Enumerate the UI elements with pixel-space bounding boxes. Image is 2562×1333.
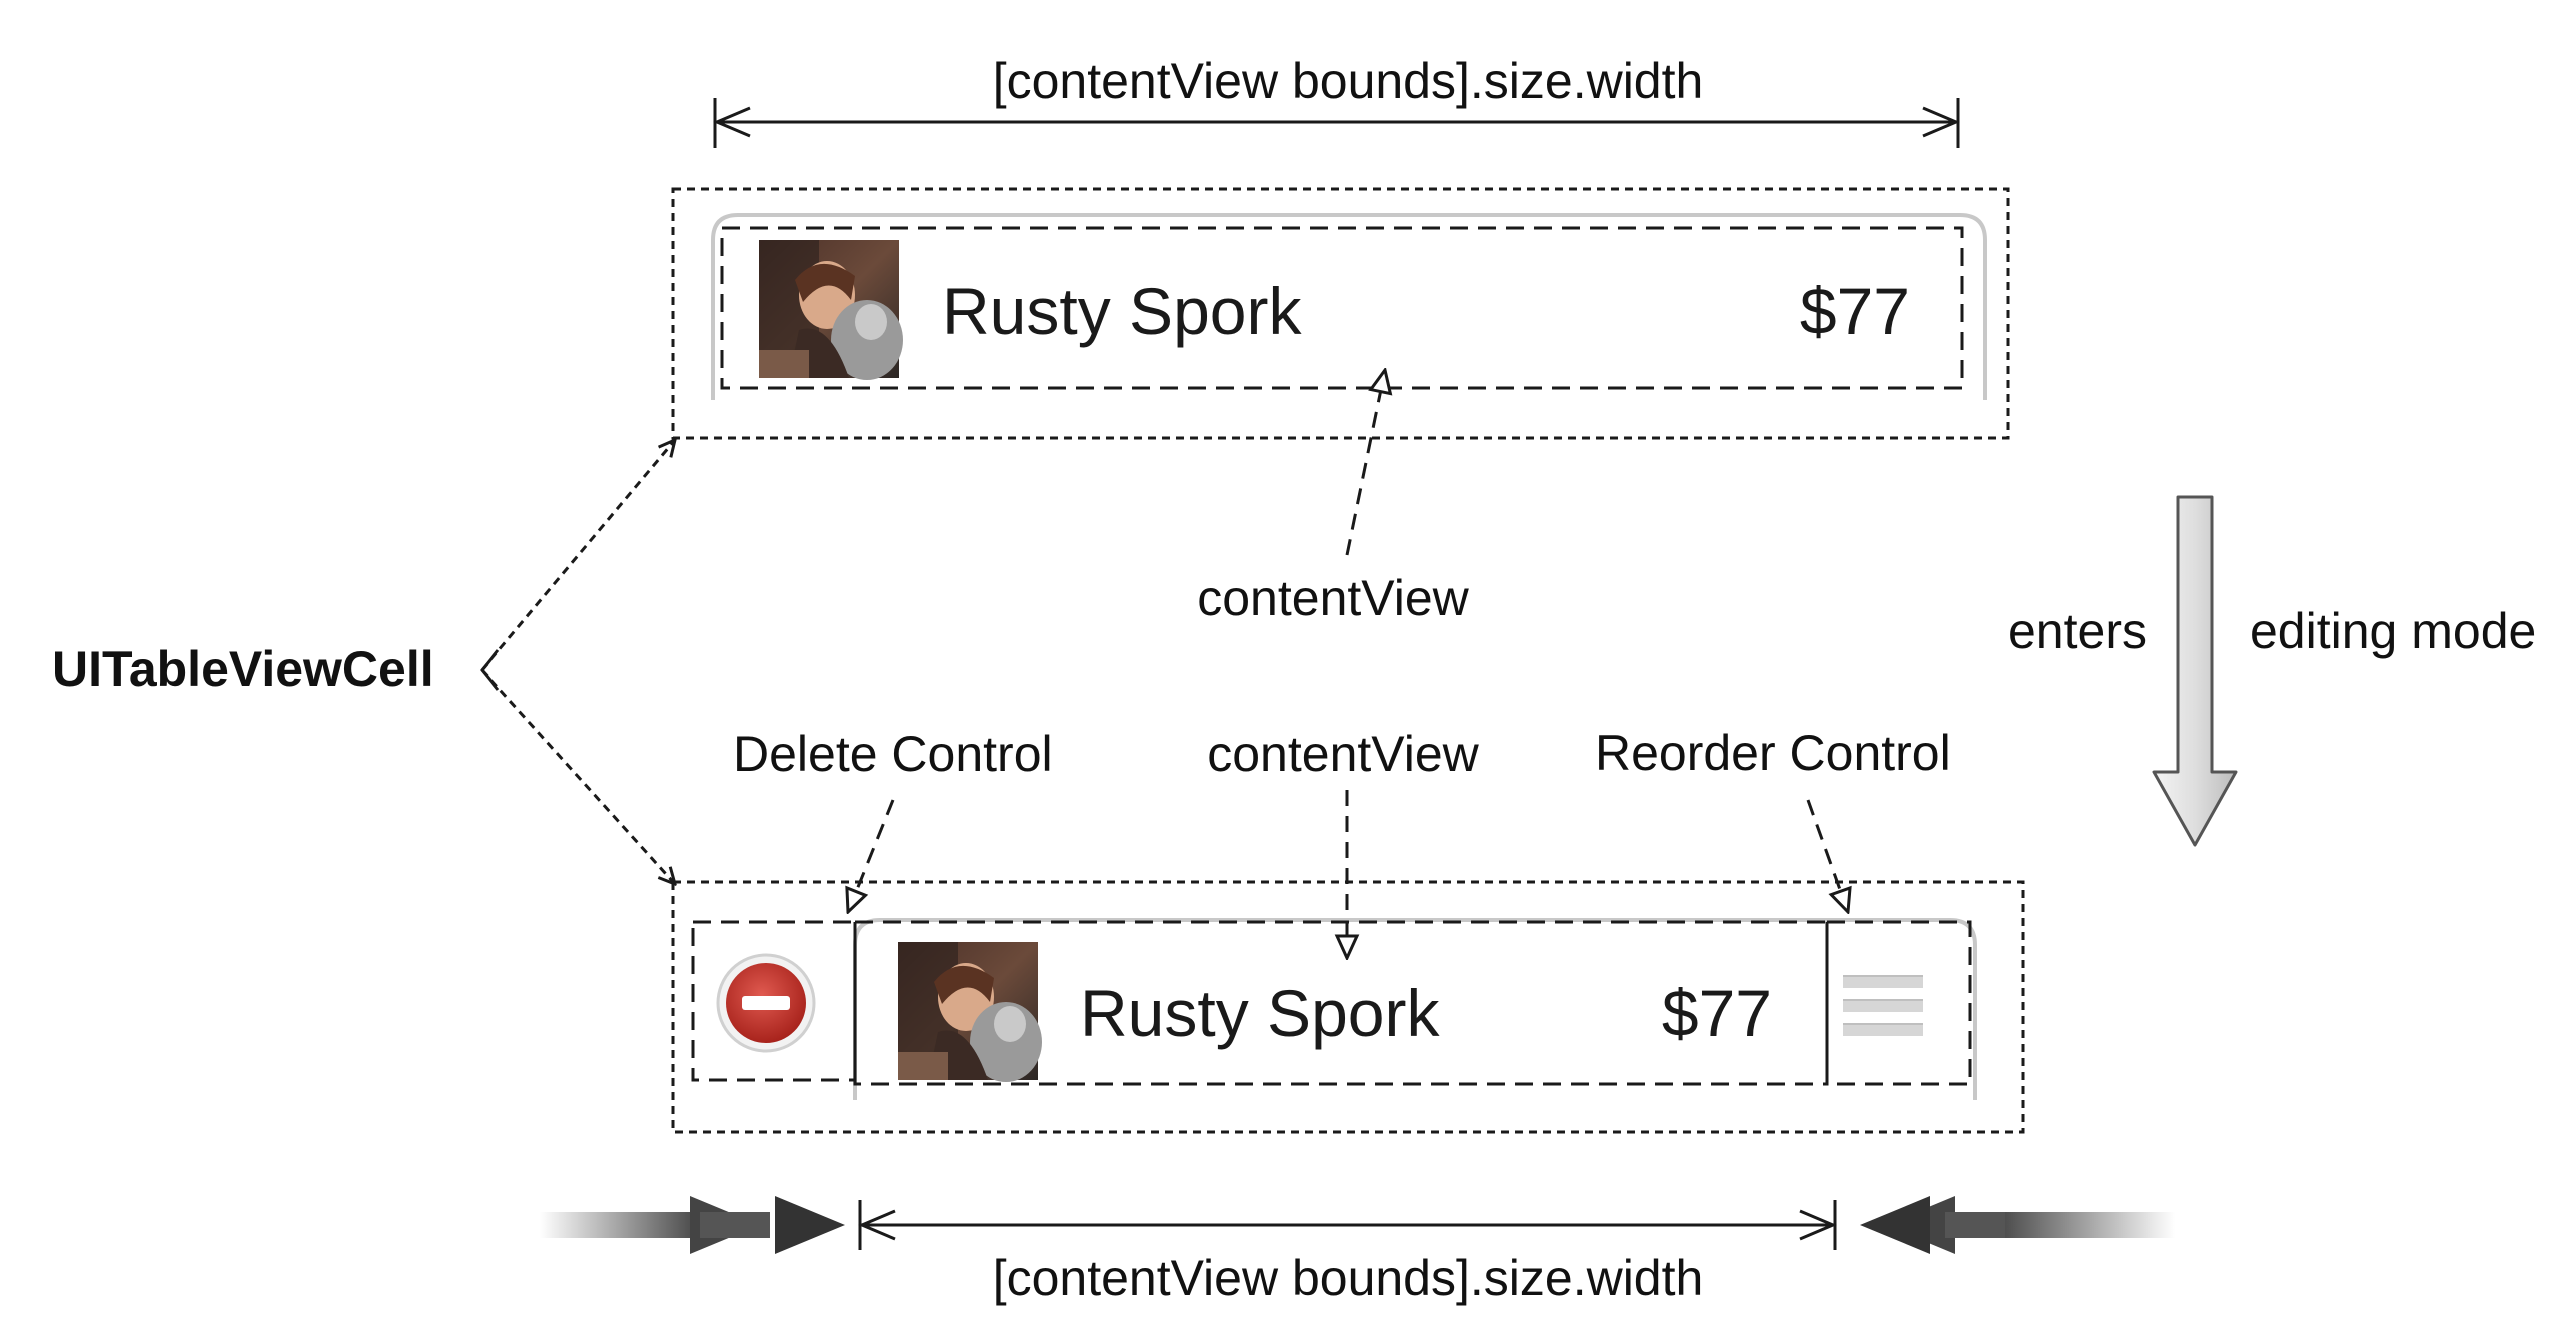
top-cell-bounds [671, 187, 2010, 440]
minus-circle-icon[interactable] [716, 953, 816, 1053]
top-cell-name: Rusty Spork [942, 274, 1302, 348]
enters-label: enters [2008, 603, 2147, 659]
delete-control-label: Delete Control [733, 726, 1053, 782]
bottom-width-label: [contentView bounds].size.width [993, 1250, 1704, 1306]
bottom-cell-price: $77 [1662, 976, 1772, 1050]
bottom-thumbnail [898, 942, 1042, 1082]
editing-mode-label: editing mode [2250, 603, 2536, 659]
bottom-content-view-label: contentView [1207, 726, 1479, 782]
top-width-dimension [713, 98, 1960, 148]
top-cell-background [711, 213, 1987, 400]
top-width-label: [contentView bounds].size.width [993, 53, 1704, 109]
top-content-view-pointer [1345, 370, 1385, 556]
reorder-control-label: Reorder Control [1595, 725, 1951, 781]
table-view-cell-pointer-bottom [480, 668, 675, 884]
delete-control-pointer [848, 799, 895, 912]
top-thumbnail [759, 240, 903, 380]
reorder-control-pointer [1806, 799, 1848, 912]
bottom-width-dimension [858, 1200, 1837, 1250]
reorder-control-bounds [1825, 920, 1972, 1086]
table-view-cell-label: UITableViewCell [52, 641, 434, 697]
shrink-arrows-right [1860, 1196, 2175, 1254]
down-arrow-icon [2152, 495, 2238, 847]
top-content-view-label: contentView [1197, 570, 1469, 626]
bottom-cell-name: Rusty Spork [1080, 976, 1440, 1050]
top-content-view-bounds [720, 226, 1964, 390]
grip-lines-icon[interactable] [1843, 975, 1923, 1036]
shrink-arrows-left [540, 1196, 845, 1254]
bottom-cell-bounds [671, 880, 2025, 1134]
table-view-cell-bracket [480, 649, 500, 691]
top-cell-price: $77 [1800, 274, 1910, 348]
table-view-cell-pointer-top [480, 440, 675, 671]
